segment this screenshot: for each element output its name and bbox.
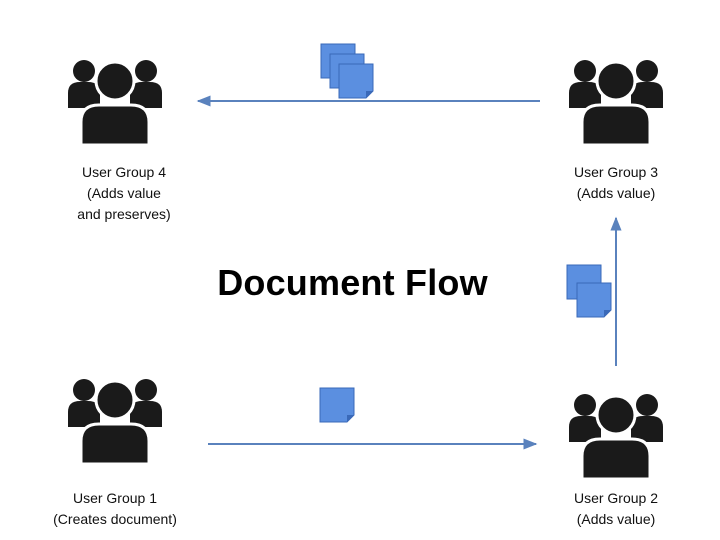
diagram-title: Document Flow (217, 262, 488, 303)
user-group-2-name: User Group 2 (573, 490, 659, 506)
user-group-4-icon (66, 58, 164, 147)
user-group-1-label: User Group 1 (Creates document) (15, 488, 215, 530)
user-group-3-label: User Group 3 (Adds value) (516, 162, 716, 204)
document-icon (576, 282, 612, 318)
user-group-1-name: User Group 1 (72, 490, 158, 506)
user-group-3-icon (567, 58, 665, 147)
user-group-3-role: (Adds value) (576, 185, 656, 201)
user-group-4-name: User Group 4 (81, 164, 167, 180)
user-group-2-role: (Adds value) (576, 511, 656, 527)
user-group-2-label: User Group 2 (Adds value) (516, 488, 716, 530)
document-icon (338, 63, 374, 99)
user-group-1-role: (Creates document) (53, 511, 177, 527)
user-group-4-role-line-2: and preserves) (77, 206, 171, 222)
user-group-1-icon (66, 377, 164, 466)
user-group-2-icon (567, 392, 665, 481)
document-stack-2 (566, 264, 612, 318)
user-group-4-role-line-1: (Adds value (87, 185, 161, 201)
document-icon (319, 387, 355, 423)
document-stack-3 (320, 43, 374, 99)
user-group-3-name: User Group 3 (573, 164, 659, 180)
document-stack-1 (319, 387, 355, 423)
user-group-4-label: User Group 4 (Adds value and preserves) (24, 162, 224, 225)
